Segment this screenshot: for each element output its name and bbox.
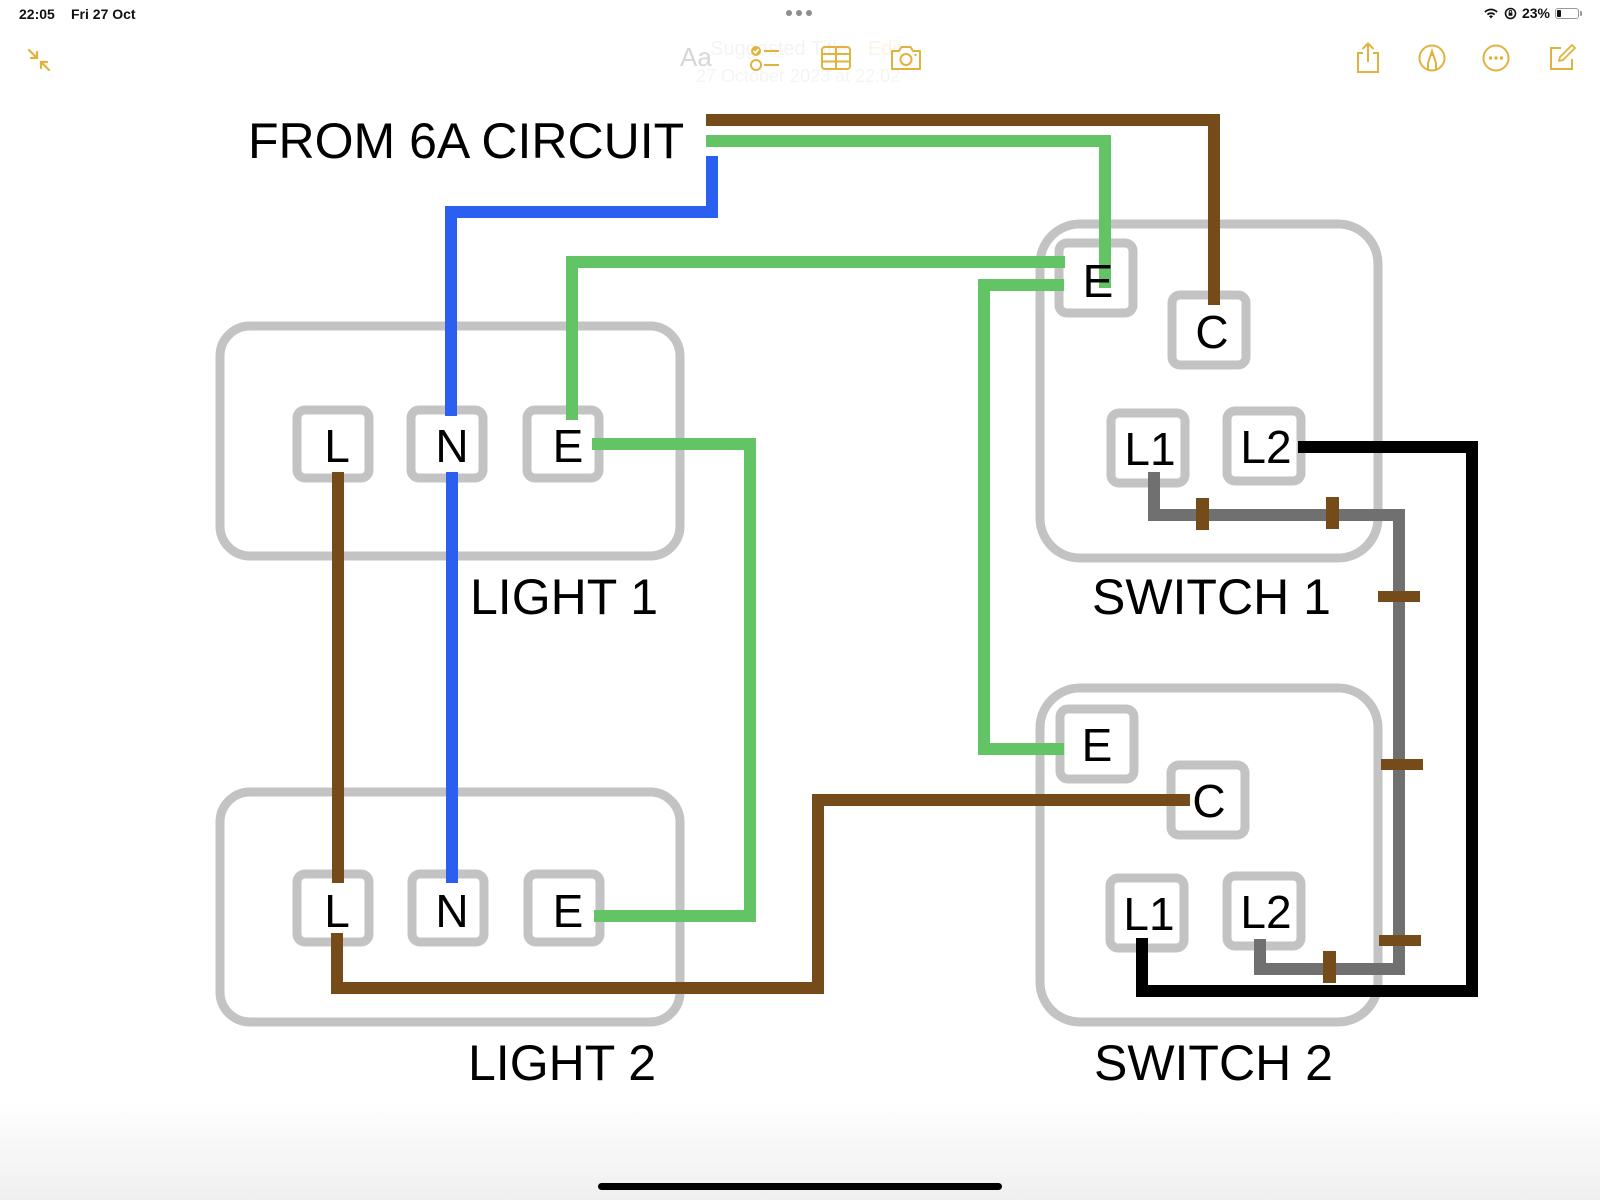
- note-suggested-title[interactable]: Suggested Title Edit: [710, 38, 902, 61]
- suggested-title-text: Suggested Title: [710, 38, 848, 60]
- sleeve-mark: [1381, 759, 1423, 770]
- wire-strapper-grey: [1148, 472, 1405, 975]
- light1-terminal-e: E: [553, 420, 584, 472]
- light2-terminal-e: E: [553, 885, 584, 937]
- status-date: Fri 27 Oct: [71, 6, 136, 22]
- switch2-terminal-c: C: [1192, 775, 1225, 827]
- checklist-button[interactable]: [746, 38, 786, 78]
- camera-button[interactable]: [886, 38, 926, 78]
- edit-title-link[interactable]: Edit: [867, 38, 903, 60]
- table-icon: [821, 46, 851, 70]
- sleeve-mark: [1379, 935, 1421, 946]
- switch2-label: SWITCH 2: [1094, 1035, 1333, 1091]
- wire-earth-switch1-to-light1: [566, 256, 1065, 420]
- compose-button[interactable]: [1542, 38, 1582, 78]
- wire-supply-earth: [706, 135, 1111, 288]
- battery-icon: [1555, 7, 1579, 19]
- sleeve-mark: [1326, 497, 1339, 529]
- switch2-terminal-l2: L2: [1240, 886, 1291, 938]
- battery-percentage: 23%: [1521, 5, 1550, 21]
- wire-switched-live: [331, 794, 1190, 994]
- share-button[interactable]: [1348, 38, 1388, 78]
- light2-terminal-n: N: [435, 885, 468, 937]
- collapse-arrows-icon: [27, 48, 51, 72]
- wire-earth-switch1-to-switch2: [978, 279, 1064, 755]
- share-icon: [1357, 42, 1379, 73]
- format-text-button[interactable]: Aa: [680, 42, 712, 72]
- home-indicator[interactable]: [598, 1183, 1002, 1190]
- wire-supply-live: [706, 114, 1220, 305]
- switch1-terminal-c: C: [1195, 306, 1228, 358]
- notes-toolbar: [0, 36, 1600, 86]
- compose-icon: [1550, 44, 1576, 70]
- switch2-terminal-e: E: [1082, 719, 1113, 771]
- switch1-terminal-l1: L1: [1124, 423, 1175, 475]
- light1-terminal-l: L: [324, 420, 350, 472]
- status-indicators: 23%: [1483, 5, 1582, 21]
- light1-label: LIGHT 1: [470, 569, 658, 625]
- light2-terminal-l: L: [324, 885, 350, 937]
- wire-earth-light1-to-light2: [592, 438, 756, 922]
- markup-button[interactable]: [1412, 38, 1452, 78]
- switch1-terminal-l2: L2: [1240, 421, 1291, 473]
- switch2-terminal-l1: L1: [1123, 888, 1174, 940]
- status-bar: 22:05 Fri 27 Oct 23%: [0, 0, 1600, 28]
- note-timestamp: 27 October 2023 at 22:02: [696, 66, 901, 86]
- wire-strapper-black: [1136, 441, 1478, 997]
- switch1-label: SWITCH 1: [1092, 569, 1331, 625]
- switch2-box: [1035, 683, 1383, 1027]
- markup-pen-icon: [1418, 44, 1446, 72]
- more-options-button[interactable]: [1476, 38, 1516, 78]
- switch1-terminal-e: E: [1083, 255, 1114, 307]
- status-time: 22:05: [19, 6, 55, 22]
- checklist-icon: [750, 46, 779, 71]
- wire-supply-neutral: [445, 156, 718, 416]
- ellipsis-circle-icon: [1482, 44, 1510, 72]
- light2-terminal-e-box: [523, 869, 605, 947]
- switch1-terminal-e-box: [1054, 238, 1138, 318]
- collapse-button[interactable]: [19, 40, 59, 80]
- multitasking-handle[interactable]: [786, 10, 812, 16]
- sleeve-mark: [1196, 498, 1209, 530]
- sleeve-mark: [1323, 951, 1336, 983]
- sleeve-mark: [1378, 591, 1420, 602]
- battery-nub: [1580, 10, 1582, 16]
- supply-label: FROM 6A CIRCUIT: [248, 113, 684, 169]
- wifi-icon: [1484, 8, 1498, 19]
- table-button[interactable]: [816, 38, 856, 78]
- light2-label: LIGHT 2: [468, 1035, 656, 1091]
- orientation-lock-icon: [1504, 7, 1517, 19]
- light1-terminal-n: N: [435, 420, 468, 472]
- camera-icon: [891, 46, 921, 70]
